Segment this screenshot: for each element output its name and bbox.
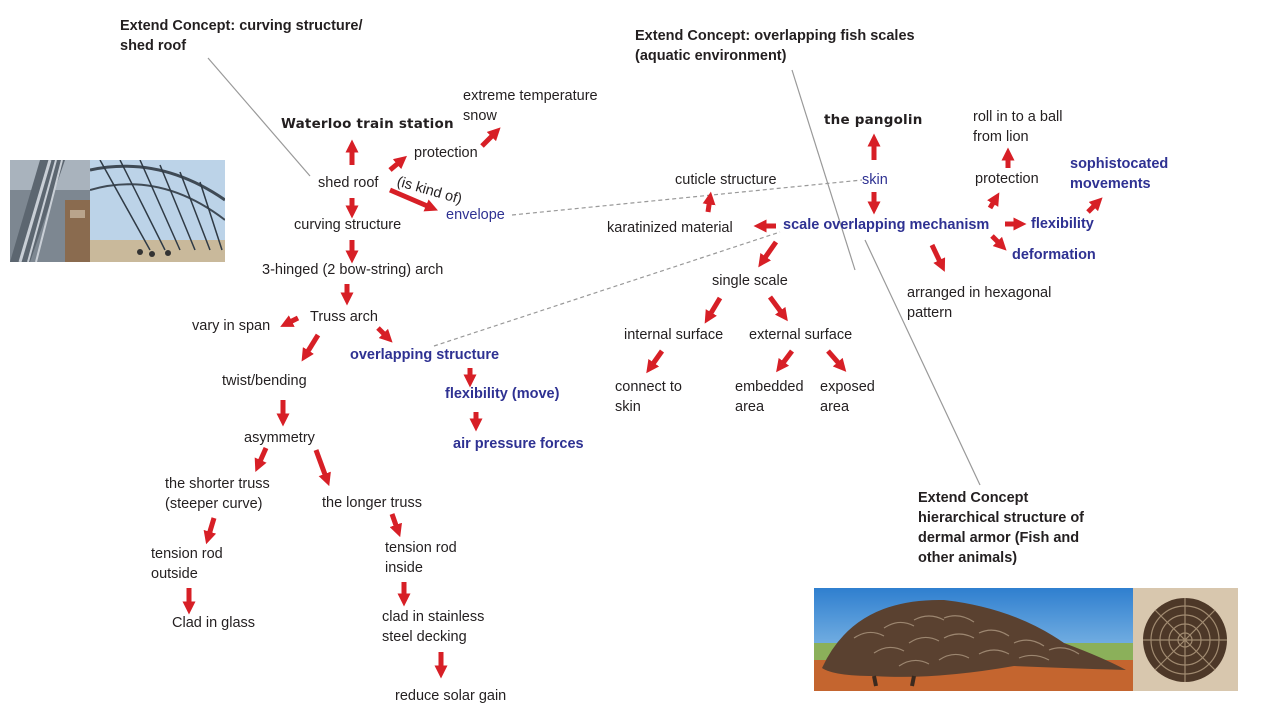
protection-right-label: protection xyxy=(975,171,1039,187)
connector-curving-concept xyxy=(207,57,311,177)
arrow xyxy=(203,517,217,545)
arch-label: 3-hinged (2 bow-string) arch xyxy=(262,262,444,278)
truss-arch-label: Truss arch xyxy=(310,309,378,325)
station-photo-1 xyxy=(10,160,90,262)
station-photo-2 xyxy=(90,160,225,262)
rod-inside-label: tension rod inside xyxy=(385,540,457,576)
arrow xyxy=(388,155,407,172)
internal-surface-label: internal surface xyxy=(624,327,724,343)
embedded-area-label: embedded area xyxy=(735,379,804,415)
arrow xyxy=(313,449,331,487)
arrow xyxy=(280,315,300,327)
concept-curving: Extend Concept: curving structure/ shed … xyxy=(120,18,363,54)
protection-label: protection xyxy=(414,145,478,161)
arrow xyxy=(376,326,393,343)
overlapping-structure-label: overlapping structure xyxy=(350,347,500,363)
shorter-truss-label: the shorter truss (steeper curve) xyxy=(165,476,270,512)
skin-label: skin xyxy=(862,172,888,188)
waterloo-label: Waterloo train station xyxy=(281,116,454,132)
concept-fish-scales: Extend Concept: overlapping fish scales … xyxy=(635,28,915,64)
shed-roof-label: shed roof xyxy=(318,175,379,191)
scale-mechanism-label: scale overlapping mechanism xyxy=(783,217,990,233)
connector-overlap-scale xyxy=(433,231,781,347)
arrow xyxy=(929,243,946,272)
arrow xyxy=(826,349,847,372)
longer-truss-label: the longer truss xyxy=(322,495,422,511)
pangolin-ball-photo xyxy=(1133,588,1238,691)
pangolin-label: the pangolin xyxy=(824,112,923,128)
exposed-area-label: exposed area xyxy=(820,379,875,415)
arrow xyxy=(389,187,438,212)
connector-envelope-skin xyxy=(511,179,863,216)
air-pressure-label: air pressure forces xyxy=(453,436,584,452)
solar-gain-label: reduce solar gain xyxy=(395,688,507,704)
flexibility-label: flexibility xyxy=(1031,216,1094,232)
concept-dermal-armor: Extend Concept hierarchical structure of… xyxy=(918,490,1084,566)
arrow xyxy=(987,192,1000,210)
hexagonal-label: arranged in hexagonal pattern xyxy=(907,285,1052,321)
arrow xyxy=(480,127,501,148)
arrow xyxy=(767,295,788,322)
clad-glass-label: Clad in glass xyxy=(172,615,256,631)
arrow xyxy=(1086,197,1103,214)
cuticle-label: cuticle structure xyxy=(675,172,777,188)
clad-steel-label: clad in stainless steel decking xyxy=(382,609,485,645)
asymmetry-label: asymmetry xyxy=(244,430,315,446)
arrow xyxy=(389,513,402,538)
curving-structure-label: curving structure xyxy=(294,217,402,233)
vary-span-label: vary in span xyxy=(192,318,271,334)
material-label: karatinized material xyxy=(607,220,733,236)
extreme-temp-label: extreme temperature snow xyxy=(463,88,598,124)
arrow xyxy=(704,296,723,324)
external-surface-label: external surface xyxy=(749,327,853,343)
arrow xyxy=(254,446,269,472)
arrow xyxy=(776,349,794,373)
arrow xyxy=(702,191,716,213)
connector-dermal-concept xyxy=(864,239,981,486)
single-scale-label: single scale xyxy=(712,273,788,289)
flexibility-move-label: flexibility (move) xyxy=(445,386,560,402)
roll-ball-label: roll in to a ball from lion xyxy=(973,109,1063,145)
deformation-label: deformation xyxy=(1012,247,1096,263)
sophisticated-label: sophistocated movements xyxy=(1070,156,1169,192)
connect-skin-label: connect to skin xyxy=(615,379,682,415)
arrow xyxy=(646,349,665,374)
arrow xyxy=(301,333,321,362)
arrow xyxy=(990,234,1007,251)
connector-fish-concept xyxy=(791,69,856,271)
envelope-label: envelope xyxy=(446,207,505,223)
arrow xyxy=(758,240,779,268)
pangolin-photo xyxy=(814,588,1133,691)
rod-outside-label: tension rod outside xyxy=(151,546,223,582)
twist-label: twist/bending xyxy=(222,373,307,389)
